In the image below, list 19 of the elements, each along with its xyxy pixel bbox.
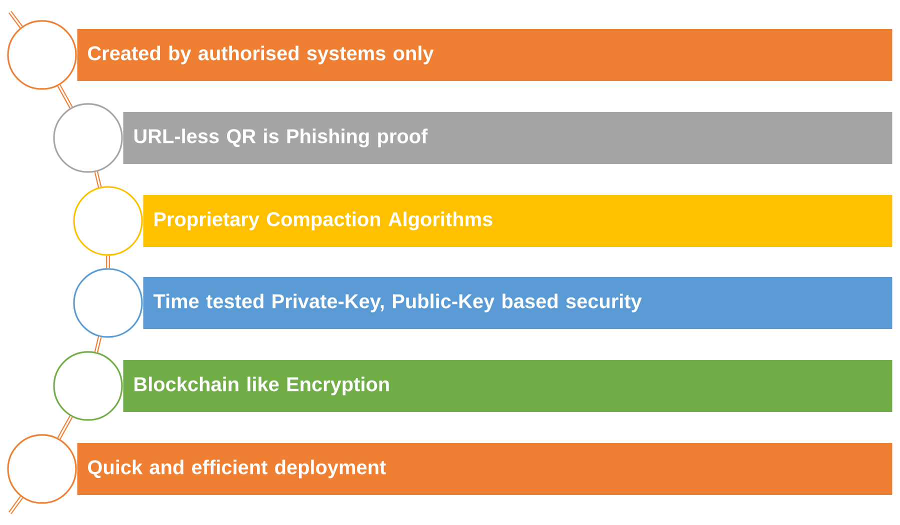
connector-line: [57, 416, 73, 440]
text-bar: URL-less QR is Phishing proof: [123, 112, 892, 164]
connector-line: [106, 256, 110, 268]
text-bar: Proprietary Compaction Algorithms: [143, 194, 892, 247]
ring-circle: [7, 20, 77, 90]
connector-line: [94, 171, 102, 188]
text-bar: Time tested Private-Key, Public-Key based security: [143, 276, 892, 329]
connector-line: [8, 10, 23, 28]
ring-circle: [73, 268, 143, 338]
connector-line: [94, 336, 102, 353]
ring-circle: [53, 103, 123, 173]
connector-line: [8, 496, 24, 514]
text-bar: Blockchain like Encryption: [123, 360, 892, 412]
ring-circle: [53, 351, 123, 421]
connector-line: [57, 84, 73, 108]
ring-circle: [73, 186, 143, 256]
text-bar: Quick and efficient deployment: [77, 442, 892, 495]
ring-circle: [7, 434, 77, 504]
text-bar: Created by authorised systems only: [77, 28, 892, 81]
